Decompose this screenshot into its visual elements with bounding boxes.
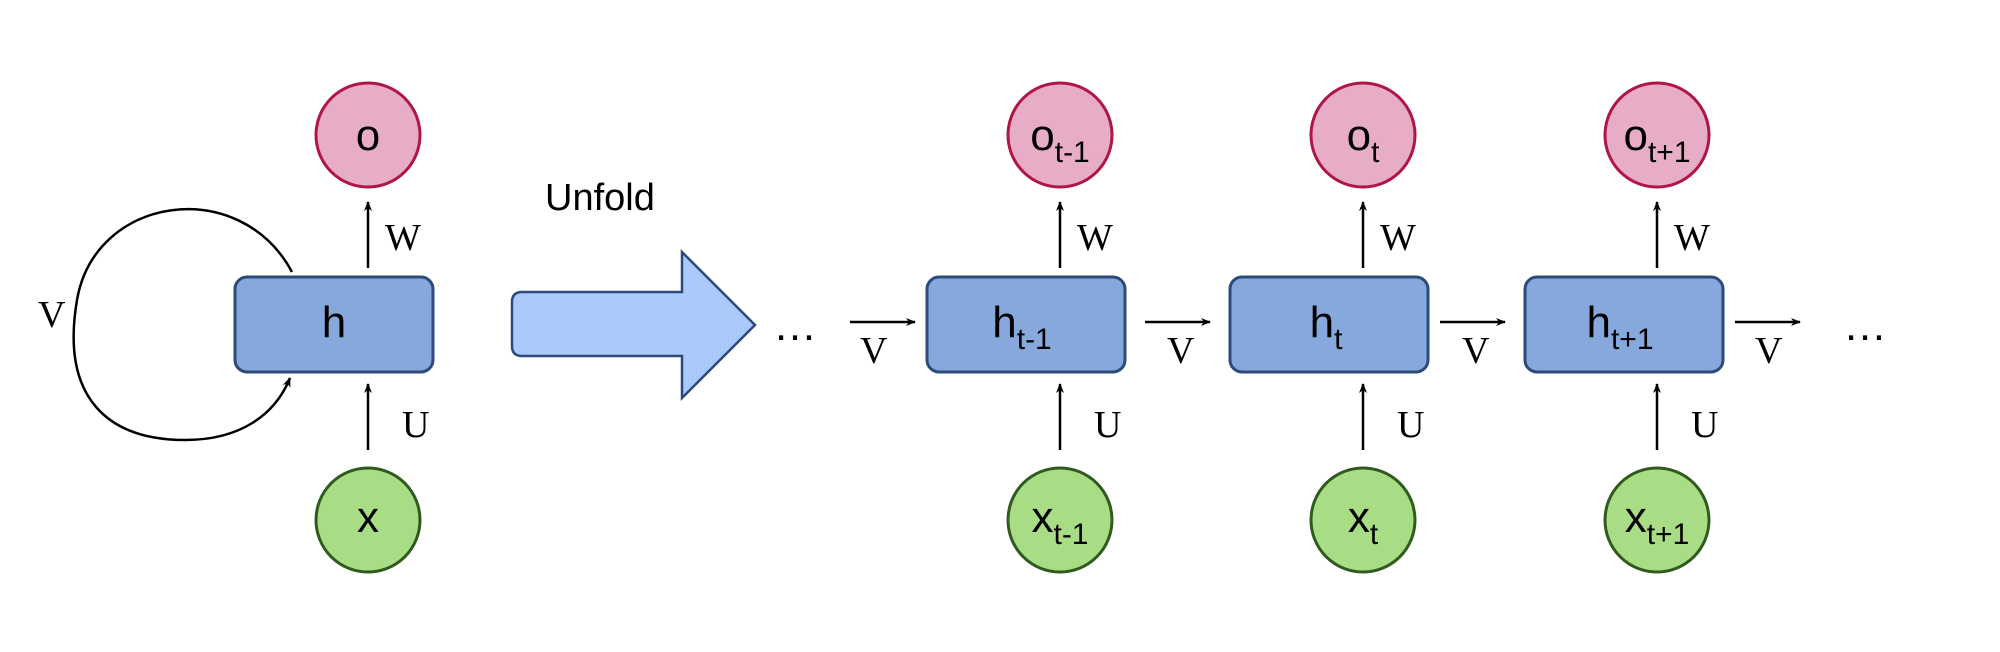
folded-input-circle — [314, 466, 422, 574]
folded-w-label: W — [385, 217, 421, 259]
input-label-t-plus-1: xt+1 — [1625, 493, 1690, 551]
output-label-t-minus-1: ot-1 — [1030, 111, 1090, 169]
input-node-t-minus-1 — [1006, 466, 1114, 574]
w-label-t: W — [1380, 217, 1416, 259]
folded-input-label: x — [357, 493, 379, 542]
ellipsis-left: … — [773, 301, 817, 350]
folded-hidden-rect — [233, 275, 435, 374]
w-label-t-plus-1: W — [1674, 217, 1710, 259]
folded-output-label: o — [356, 111, 380, 160]
v-label-into-h-t-plus-1: V — [1462, 330, 1490, 372]
output-node-t-minus-1 — [1006, 81, 1114, 189]
folded-v-label: V — [38, 294, 66, 336]
u-label-t: U — [1397, 404, 1424, 446]
v-label-out-of-h-t-plus-1: V — [1755, 330, 1783, 372]
u-label-t-plus-1: U — [1691, 404, 1718, 446]
folded-network: o W h U x V — [38, 81, 435, 574]
folded-input-node: x — [314, 466, 422, 574]
hidden-label-t-plus-1: ht+1 — [1586, 298, 1653, 356]
output-label-t-plus-1: ot+1 — [1623, 111, 1690, 169]
u-label-t-minus-1: U — [1094, 404, 1121, 446]
timestep-t-plus-1: V ot+1 W ht+1 U xt+1 — [1440, 81, 1725, 574]
folded-hidden-node: h — [233, 275, 435, 374]
hidden-node-t-plus-1 — [1523, 275, 1725, 374]
unfold-label: Unfold — [545, 177, 655, 219]
output-label-t: ot — [1347, 111, 1380, 169]
ellipsis-right: … — [1843, 301, 1887, 350]
input-node-t-plus-1 — [1603, 466, 1711, 574]
hidden-node-t — [1228, 275, 1430, 374]
folded-output-circle — [314, 81, 422, 189]
hidden-label-t: ht — [1310, 298, 1343, 356]
output-node-t-plus-1 — [1603, 81, 1711, 189]
input-label-t: xt — [1348, 493, 1379, 551]
folded-hidden-label: h — [322, 298, 346, 347]
folded-output-node: o — [314, 81, 422, 189]
timestep-t: V ot W ht U xt — [1145, 81, 1430, 574]
v-label-into-h-t-minus-1: V — [860, 330, 888, 372]
unfold-big-arrow — [510, 248, 757, 402]
folded-recurrent-loop-arrow — [72, 207, 294, 442]
unfolded-network: … V ot-1 W ht-1 U xt-1 V ot W ht — [773, 81, 1887, 574]
hidden-label-t-minus-1: ht-1 — [992, 298, 1052, 356]
w-label-t-minus-1: W — [1077, 217, 1113, 259]
v-label-into-h-t: V — [1167, 330, 1195, 372]
hidden-node-t-minus-1 — [925, 275, 1127, 374]
unfold-transition: Unfold — [510, 177, 757, 402]
input-node-t — [1309, 466, 1417, 574]
output-node-t — [1309, 81, 1417, 189]
folded-u-label: U — [402, 404, 429, 446]
input-label-t-minus-1: xt-1 — [1031, 493, 1088, 551]
timestep-t-minus-1: V ot-1 W ht-1 U xt-1 — [850, 81, 1127, 574]
